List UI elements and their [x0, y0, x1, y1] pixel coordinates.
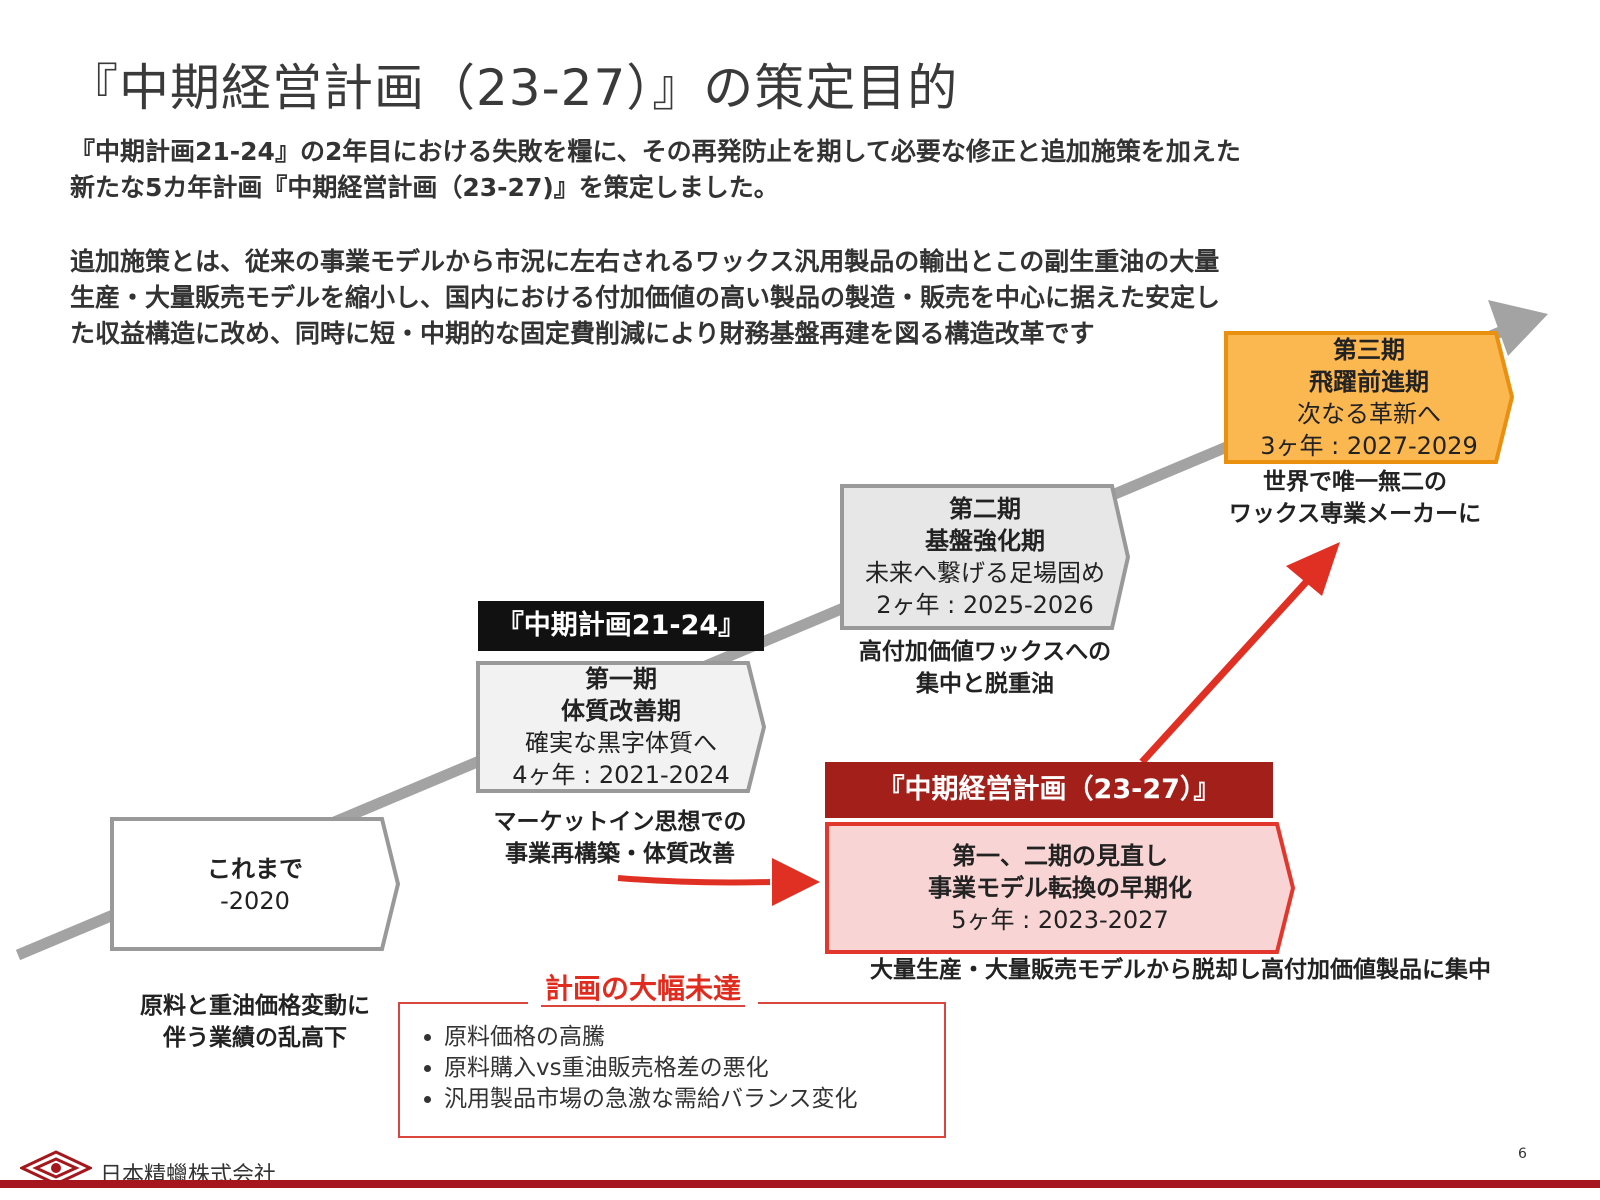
stage-revised-text: 第一、二期の見直し 事業モデル転換の早期化 5ヶ年 : 2023-2027 [928, 840, 1192, 936]
additional-line: 追加施策とは、従来の事業モデルから市況に左右されるワックス汎用製品の輸出とこの副… [70, 247, 1220, 276]
caption-line: マーケットイン思想での [493, 809, 747, 835]
stage-phase2-caption: 高付加価値ワックスへの 集中と脱重油 [830, 636, 1140, 700]
stage-revised-line3: 5ヶ年 : 2023-2027 [951, 906, 1169, 934]
intro-paragraph: 『中期計画21-24』の2年目における失敗を糧に、その再発防止を期して必要な修正… [70, 134, 1241, 206]
stage-revised-caption: 大量生産・大量販売モデルから脱却し高付加価値製品に集中 [870, 957, 1491, 983]
label-plan-21-24: 『中期計画21-24』 [478, 601, 764, 651]
failure-box: 原料価格の高騰 原料購入vs重油販売格差の悪化 汎用製品市場の急激な需給バランス… [398, 1002, 946, 1138]
stage-phase1: 第一期 体質改善期 確実な黒字体質へ 4ヶ年 : 2021-2024 [476, 661, 767, 793]
stage-phase2-text: 第二期 基盤強化期 未来へ繋げる足場固め 2ヶ年 : 2025-2026 [865, 493, 1105, 621]
stage-phase1-shape [476, 661, 767, 793]
stage-phase1-line1: 第一期 [585, 665, 657, 693]
intro-line: 新たな5カ年計画『中期経営計画（23-27)』を策定しました。 [70, 173, 779, 202]
caption-line: 世界で唯一無二の [1263, 469, 1447, 495]
footer-divider [0, 1180, 1600, 1188]
stage-phase1-text: 第一期 体質改善期 確実な黒字体質へ 4ヶ年 : 2021-2024 [512, 663, 729, 791]
stage-past-caption: 原料と重油価格変動に 伴う業績の乱高下 [110, 990, 400, 1054]
red-arrow-to-revised [617, 875, 771, 886]
page-title: 『中期経営計画（23-27）』の策定目的 [68, 59, 959, 117]
intro-line: 『中期計画21-24』の2年目における失敗を糧に、その再発防止を期して必要な修正… [70, 137, 1241, 166]
failure-item: 汎用製品市場の急激な需給バランス変化 [444, 1084, 944, 1115]
stage-phase3-caption: 世界で唯一無二の ワックス専業メーカーに [1205, 466, 1505, 530]
stage-phase1-caption: マーケットイン思想での 事業再構築・体質改善 [470, 806, 770, 870]
stage-phase2: 第二期 基盤強化期 未来へ繋げる足場固め 2ヶ年 : 2025-2026 [840, 484, 1131, 630]
stage-phase2-line3: 未来へ繋げる足場固め [865, 559, 1105, 587]
additional-line: た収益構造に改め、同時に短・中期的な固定費削減により財務基盤再建を図る構造改革で… [70, 319, 1095, 348]
stage-revised-line2: 事業モデル転換の早期化 [928, 874, 1192, 902]
caption-line: 原料と重油価格変動に [140, 993, 370, 1019]
stage-revised-shape [825, 822, 1296, 954]
label-plan-23-27: 『中期経営計画（23-27）』 [825, 762, 1273, 818]
stage-phase3-shape [1224, 331, 1515, 464]
stage-phase3-line3: 次なる革新へ [1297, 399, 1441, 428]
stage-past-shape [110, 817, 401, 951]
stage-phase3-text: 第三期 飛躍前進期 次なる革新へ 3ヶ年 : 2027-2029 [1260, 334, 1477, 462]
stage-phase2-line4: 2ヶ年 : 2025-2026 [876, 591, 1094, 619]
stage-past: これまで -2020 [110, 817, 401, 952]
failure-item: 原料価格の高騰 [444, 1022, 944, 1053]
stage-past-text: これまで -2020 [207, 853, 303, 917]
caption-line: ワックス専業メーカーに [1228, 501, 1482, 527]
stage-past-line2: -2020 [220, 886, 290, 915]
stage-revised-line1: 第一、二期の見直し [952, 842, 1168, 870]
stage-revised: 第一、二期の見直し 事業モデル転換の早期化 5ヶ年 : 2023-2027 [825, 822, 1296, 954]
stage-phase1-line4: 4ヶ年 : 2021-2024 [512, 761, 730, 789]
caption-line: 集中と脱重油 [916, 671, 1054, 697]
stage-phase1-line3: 確実な黒字体質へ [525, 729, 717, 757]
additional-line: 生産・大量販売モデルを縮小し、国内における付加価値の高い製品の製造・販売を中心に… [70, 283, 1221, 312]
stage-phase2-line1: 第二期 [949, 495, 1021, 523]
stage-phase2-shape [840, 484, 1131, 630]
trend-arrow-head [1488, 300, 1548, 356]
failure-title: 計画の大幅未達 [528, 967, 758, 1011]
red-arrowhead-up [1286, 542, 1340, 596]
failure-item: 原料購入vs重油販売格差の悪化 [444, 1053, 944, 1084]
caption-line: 事業再構築・体質改善 [505, 841, 735, 867]
red-arrow-to-phase3 [1139, 577, 1311, 765]
stage-phase3-line1: 第三期 [1333, 335, 1405, 364]
stage-phase2-line2: 基盤強化期 [925, 527, 1045, 555]
stage-past-line1: これまで [207, 854, 303, 883]
additional-paragraph: 追加施策とは、従来の事業モデルから市況に左右されるワックス汎用製品の輸出とこの副… [70, 244, 1220, 352]
company-logo-icon [20, 1150, 92, 1186]
failure-list: 原料価格の高騰 原料購入vs重油販売格差の悪化 汎用製品市場の急激な需給バランス… [414, 1022, 944, 1115]
red-arrowhead-right [772, 858, 820, 906]
page-number: 6 [1518, 1146, 1527, 1162]
caption-line: 高付加価値ワックスへの [858, 639, 1112, 665]
stage-phase3-line4: 3ヶ年 : 2027-2029 [1260, 431, 1478, 460]
stage-phase3-line2: 飛躍前進期 [1309, 367, 1429, 396]
stage-phase1-line2: 体質改善期 [561, 697, 681, 725]
stage-phase3: 第三期 飛躍前進期 次なる革新へ 3ヶ年 : 2027-2029 [1224, 331, 1515, 464]
caption-line: 伴う業績の乱高下 [163, 1025, 347, 1051]
failure-title-text: 計画の大幅未達 [540, 972, 745, 1007]
